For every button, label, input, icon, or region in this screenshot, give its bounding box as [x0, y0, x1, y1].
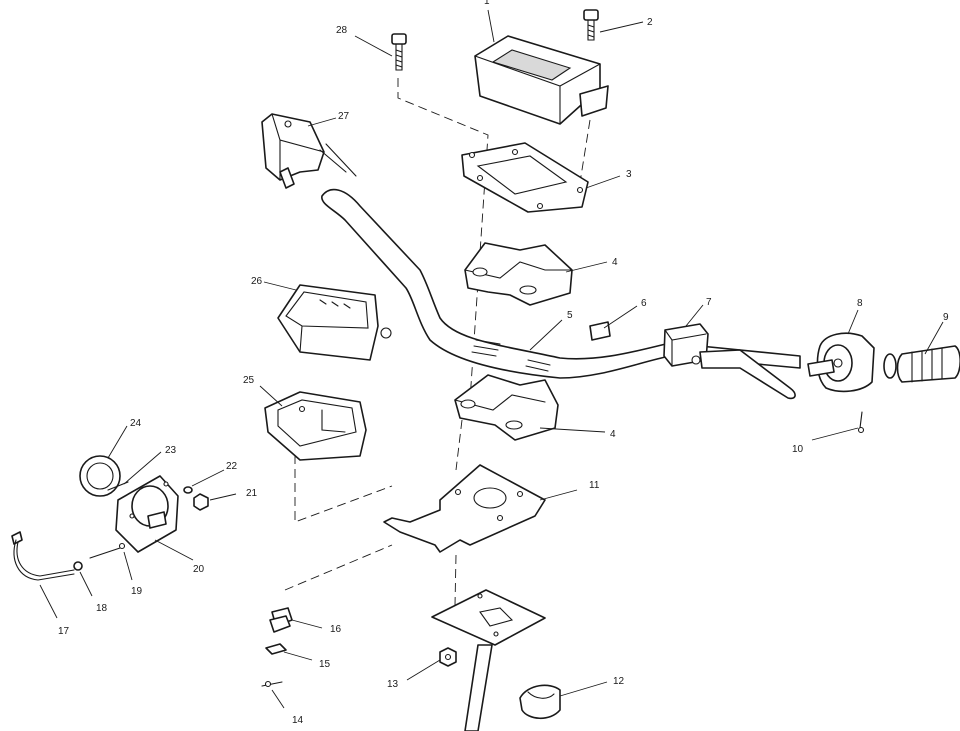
- gauge-ring: [79, 455, 121, 497]
- callout-22: 22: [226, 461, 238, 472]
- steering-post: [431, 589, 561, 731]
- switch-housing: [261, 113, 357, 189]
- console-tray: [264, 391, 367, 461]
- nut-small: [193, 493, 209, 511]
- callout-23: 23: [165, 445, 177, 456]
- callout-labels: 1 2 3 4 4 5 6 7 8 9 10 11 12 13 14 15 16…: [58, 0, 949, 726]
- cable: [11, 531, 75, 581]
- callout-6: 6: [641, 298, 647, 309]
- mounting-bracket: [383, 464, 546, 553]
- callout-21: 21: [246, 488, 258, 499]
- callout-10: 10: [792, 444, 804, 455]
- callout-19: 19: [131, 586, 143, 597]
- callout-25: 25: [243, 375, 255, 386]
- clip: [269, 607, 293, 633]
- callout-13: 13: [387, 679, 399, 690]
- callout-8: 8: [857, 298, 863, 309]
- callout-26: 26: [251, 276, 263, 287]
- handlebar: [321, 188, 801, 379]
- instrument-pod: [277, 284, 392, 361]
- brake-lever-assembly: [663, 323, 796, 400]
- nut: [439, 647, 457, 667]
- callout-28: 28: [336, 25, 348, 36]
- callout-12: 12: [613, 676, 625, 687]
- callout-18: 18: [96, 603, 108, 614]
- callout-16: 16: [330, 624, 342, 635]
- cotter-pin: [261, 680, 283, 688]
- screw-small: [857, 411, 865, 434]
- callout-9: 9: [943, 312, 949, 323]
- shaft-pin: [89, 542, 126, 559]
- callout-17: 17: [58, 626, 70, 637]
- hand-grip: [883, 345, 960, 383]
- bolt-top-left: [391, 33, 407, 71]
- handlebar-pad: [474, 35, 609, 125]
- riser-clamp-lower: [454, 374, 559, 441]
- callout-24: 24: [130, 418, 142, 429]
- callout-3: 3: [626, 169, 632, 180]
- callout-20: 20: [193, 564, 205, 575]
- throttle-housing: [807, 332, 875, 393]
- callout-4-lower: 4: [610, 429, 616, 440]
- washer: [265, 643, 287, 655]
- gauge-housing: [115, 475, 179, 553]
- leader-lines: [39, 9, 944, 709]
- bolt-top-right: [583, 9, 599, 41]
- callout-11: 11: [589, 480, 600, 491]
- riser-clamp-upper: [464, 242, 573, 306]
- callout-7: 7: [706, 297, 712, 308]
- callout-4-upper: 4: [612, 257, 618, 268]
- decal: [589, 321, 611, 341]
- callout-2: 2: [647, 17, 653, 28]
- clamp-plate: [461, 142, 589, 213]
- callout-15: 15: [319, 659, 331, 670]
- callout-1: 1: [484, 0, 490, 7]
- washer-small: [183, 486, 193, 494]
- fitting: [73, 561, 83, 571]
- callout-5: 5: [567, 310, 573, 321]
- callout-27: 27: [338, 111, 350, 122]
- callout-14: 14: [292, 715, 304, 726]
